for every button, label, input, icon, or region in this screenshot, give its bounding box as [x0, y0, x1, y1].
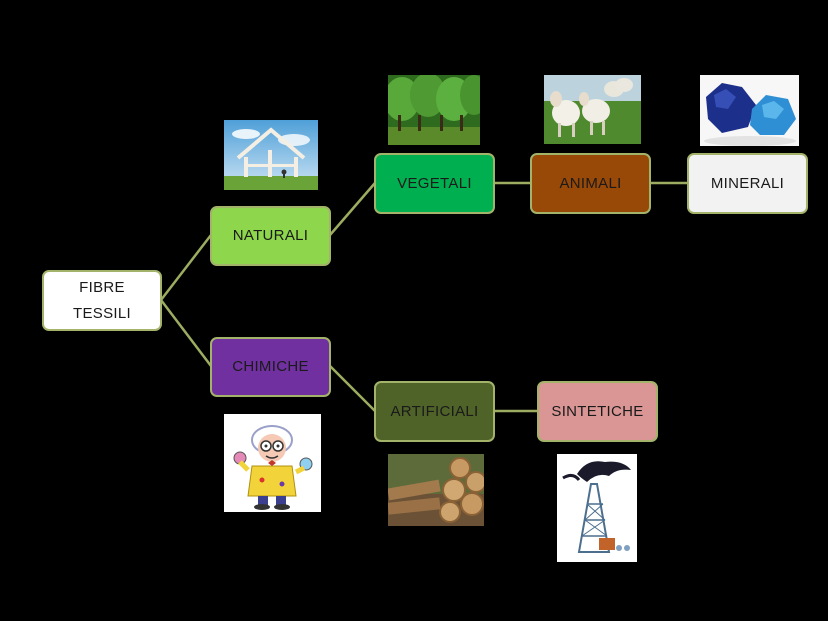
node-minerali-label: MINERALI	[710, 174, 785, 192]
node-chimiche: CHIMICHE	[210, 337, 331, 397]
connector-naturali-vegetali	[329, 182, 376, 236]
node-sintetiche: SINTETICHE	[537, 381, 658, 442]
hedge-picture	[388, 75, 480, 145]
house-frame-picture	[224, 120, 318, 190]
connector-fibre-naturali	[160, 234, 212, 301]
oil-derrick-picture	[557, 454, 637, 562]
logs-picture	[388, 454, 484, 526]
node-naturali: NATURALI	[210, 206, 331, 266]
scientist-picture	[224, 414, 321, 512]
node-vegetali: VEGETALI	[374, 153, 495, 214]
node-fibre-tessili-line1: FIBRE	[79, 278, 125, 296]
node-animali-label: ANIMALI	[559, 174, 622, 192]
mineral-rocks-picture	[700, 75, 799, 146]
node-fibre-tessili-line2: TESSILI	[73, 304, 131, 322]
node-chimiche-label: CHIMICHE	[232, 358, 309, 375]
connector-chimiche-artificiali	[329, 365, 376, 412]
node-artificiali: ARTIFICIALI	[374, 381, 495, 442]
node-naturali-label: NATURALI	[232, 227, 309, 244]
node-animali: ANIMALI	[530, 153, 651, 214]
node-vegetali-label: VEGETALI	[397, 174, 472, 192]
node-sintetiche-label: SINTETICHE	[551, 402, 644, 420]
node-minerali: MINERALI	[687, 153, 808, 214]
sheep-picture	[544, 75, 641, 144]
node-artificiali-label: ARTIFICIALI	[390, 402, 479, 420]
connector-fibre-chimiche	[160, 299, 212, 367]
node-fibre-tessili: FIBRE TESSILI	[42, 270, 162, 331]
